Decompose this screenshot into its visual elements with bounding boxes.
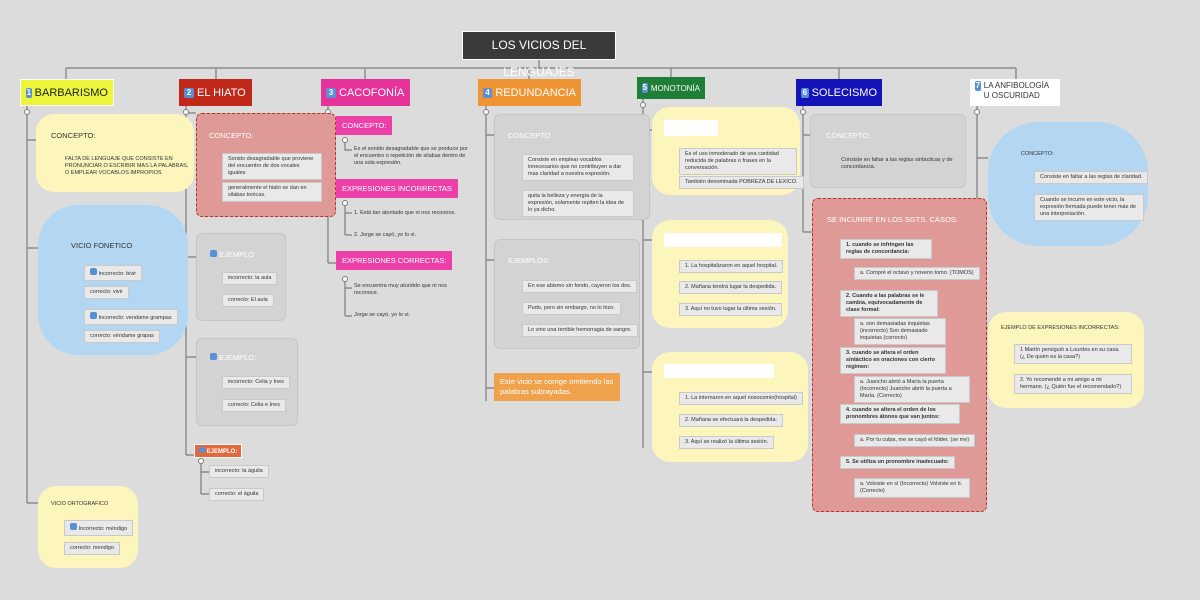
barbarismo-concepto-group — [36, 114, 194, 192]
list-item[interactable]: correcto: El aula — [222, 294, 274, 307]
monotonia-concepto-title[interactable] — [664, 120, 718, 136]
list-item[interactable]: incorrecto: la aula — [222, 272, 278, 285]
cacofonia-correctas-title[interactable]: EXPRESIONES CORRECTAS: — [336, 251, 453, 270]
list-item[interactable]: 1 Martín persiguió a Lourdes en su casa.… — [1014, 344, 1132, 364]
hiato-concepto-title[interactable]: CONCEPTO: — [209, 131, 254, 140]
number-2-icon: 2 — [184, 87, 194, 98]
info-icon — [90, 312, 97, 319]
list-item[interactable]: Cuando se incurre en este vicio, la expr… — [1034, 194, 1144, 221]
list-item[interactable]: Incorrecto: vendame grampas — [84, 309, 178, 325]
list-item[interactable]: incorrecto: Celia y Ines — [222, 376, 290, 389]
root-topic[interactable]: LOS VICIOS DEL LENGUAJES — [462, 31, 616, 79]
list-item[interactable]: En ese abismo sin fondo, cayeron los dos… — [522, 280, 638, 293]
anfibologia-ejemplos-title[interactable]: EJEMPLO DE EXPRESIONES INCORRECTAS: — [1001, 325, 1120, 331]
solecismo-example-2[interactable]: a. son demasiadas inquietas (incorrecto)… — [854, 318, 946, 345]
list-item[interactable]: 1. La internaron en aquel nosocomio(hosp… — [679, 392, 803, 405]
redundancia-nota[interactable]: Este vicio se corrige omitiendo las pala… — [494, 373, 620, 401]
list-item[interactable]: 2. Mañana se efectuará la despedida. — [679, 414, 784, 427]
solecismo-rule-1[interactable]: 1. cuando se infringen las reglas de con… — [840, 239, 932, 259]
list-item[interactable]: Pudo, pero sin embargo, no lo hizo. — [522, 302, 621, 315]
list-item[interactable]: correcto: véndame grapas — [84, 330, 160, 343]
branch-label: LA ANFIBOLOGÍA U OSCURIDAD — [983, 81, 1049, 100]
solecismo-example-5[interactable]: a. Volviste en sí (Incorrecto) Volviste … — [854, 478, 970, 498]
list-item[interactable]: correcto: el águila — [209, 488, 265, 501]
barbarismo-ortografico-title[interactable]: VICIO ORTOGRAFICO — [51, 501, 109, 507]
solecismo-rule-3[interactable]: 3. cuando se altera el orden sintáctico … — [840, 347, 946, 374]
info-icon — [210, 250, 217, 257]
cacofonia-incorrectas-title[interactable]: EXPRESIONES INCORRECTAS — [336, 179, 458, 198]
list-item[interactable]: 3. Aquí no tuvo lugar la última sesión. — [679, 303, 783, 316]
list-item[interactable]: Jorge se cayó, yo lo vi. — [354, 312, 410, 318]
number-1-icon: 1 — [26, 87, 32, 98]
monotonia-grupo2-title[interactable] — [664, 364, 774, 378]
solecismo-rule-2[interactable]: 2. Cuando a las palabras se le cambia, e… — [840, 290, 938, 317]
list-item[interactable]: Incorrecto: méndigo — [64, 520, 134, 536]
list-item[interactable]: Consiste en emplear vocablos innecesario… — [522, 154, 634, 181]
number-4-icon: 4 — [483, 87, 493, 98]
hiato-ejemplo2-title[interactable]: EJEMPLO: — [210, 353, 256, 362]
list-item[interactable]: 3. Aquí se realizó la última sesión. — [679, 436, 775, 449]
list-item[interactable]: correcto: vivir — [84, 286, 129, 299]
anfibologia-concepto-title[interactable]: CONCEPTO: — [1021, 151, 1054, 157]
list-item[interactable]: generalmente el hiato se dan en silabas … — [222, 182, 322, 202]
hiato-ejemplo3-title[interactable]: EJEMPLO: — [194, 444, 243, 458]
solecismo-concepto-title[interactable]: CONCEPTO: — [826, 131, 871, 140]
branch-label: BARBARISMO — [34, 86, 108, 99]
list-item[interactable]: correcto: Celia e Ines — [222, 399, 286, 412]
info-icon — [90, 268, 97, 275]
list-item[interactable]: Consiste en faltar a las reglas de clari… — [1034, 171, 1149, 184]
number-5-icon: 5 — [642, 83, 648, 93]
list-item[interactable]: quita la belleza y energía de la expresi… — [522, 190, 634, 217]
branch-label: REDUNDANCIA — [495, 86, 576, 99]
number-6-icon: 6 — [801, 87, 809, 98]
solecismo-example-3[interactable]: a. Juancho abrió a María la puerta (Inco… — [854, 376, 970, 403]
list-item[interactable]: Se encuentra muy aturdido que ni nos rec… — [354, 283, 447, 296]
solecismo-example-4[interactable]: a. Por tu culpa, me se cayó el fólder. (… — [854, 434, 976, 447]
list-item[interactable]: 2. Mañana tendrá lugar la despedida. — [679, 281, 783, 294]
info-icon — [199, 447, 205, 453]
branch-label: EL HIATO — [197, 86, 246, 99]
monotonia-grupo1-title[interactable] — [664, 233, 782, 247]
redundancia-ejemplos-title[interactable]: EJEMPLOS: — [508, 256, 551, 265]
list-item[interactable]: 2. Jorge se cayó, yo lo vi. — [354, 232, 417, 238]
info-icon — [210, 353, 217, 360]
solecismo-concepto-text[interactable]: Consiste en faltar a las reglas sintácti… — [841, 157, 953, 170]
list-item[interactable]: Incorrecto: bivir — [84, 265, 143, 281]
solecismo-example-1[interactable]: a. Compré el octavo y noveno tomo. (TOMO… — [854, 267, 980, 280]
barbarismo-concepto-title[interactable]: CONCEPTO: — [51, 131, 96, 140]
solecismo-rule-5[interactable]: 5. Se utiliza un pronombre inadecuado: — [840, 456, 955, 469]
solecismo-casos-title[interactable]: SE INCURRE EN LOS SGTS. CASOS: — [827, 215, 958, 224]
redundancia-concepto-title[interactable]: CONCEPTO — [508, 131, 551, 140]
list-item[interactable]: 2. Yo recomendé a mi amigo a mi hermano.… — [1014, 374, 1132, 394]
solecismo-concepto-group — [810, 114, 966, 188]
cacofonia-concepto-text[interactable]: Es el sonido desagradable que se produce… — [354, 146, 468, 166]
anfibologia-concepto-cloud — [988, 122, 1148, 246]
list-item[interactable]: También denominada POBREZA DE LEXICO. — [679, 176, 804, 189]
number-7-icon: 7 — [975, 81, 981, 91]
barbarismo-fonetico-title[interactable]: VICIO FONETICO — [71, 241, 133, 250]
solecismo-rule-4[interactable]: 4. cuando se altera el orden de los pron… — [840, 404, 960, 424]
list-item[interactable]: Lo vino una terrible hemorragia de sangr… — [522, 324, 638, 337]
branch-label: MONOTONÍA — [650, 83, 700, 93]
list-item[interactable]: Es el uso inmoderado de una cantidad red… — [679, 148, 797, 175]
info-icon — [70, 523, 77, 530]
list-item[interactable]: Sonido desagradable que proviene del enc… — [222, 153, 322, 180]
barbarismo-concepto-text[interactable]: FALTA DE LENGUAJE QUE CONSISTE EN PRONUN… — [65, 156, 189, 176]
branch-label: CACOFONÍA — [339, 86, 405, 99]
list-item[interactable]: correcto: mendigo — [64, 542, 121, 555]
list-item[interactable]: 1. Está tan atontado que ni nos reconoce… — [354, 210, 456, 216]
number-3-icon: 3 — [326, 87, 336, 98]
list-item[interactable]: incorrecto: la águila — [209, 465, 269, 478]
hiato-ejemplo1-title[interactable]: EJEMPLO — [210, 250, 254, 259]
list-item[interactable]: 1. La hospitalizaron en aquel hospital. — [679, 260, 784, 273]
cacofonia-concepto-title[interactable]: CONCEPTO: — [336, 116, 393, 135]
branch-label: SOLECISMO — [811, 86, 877, 99]
